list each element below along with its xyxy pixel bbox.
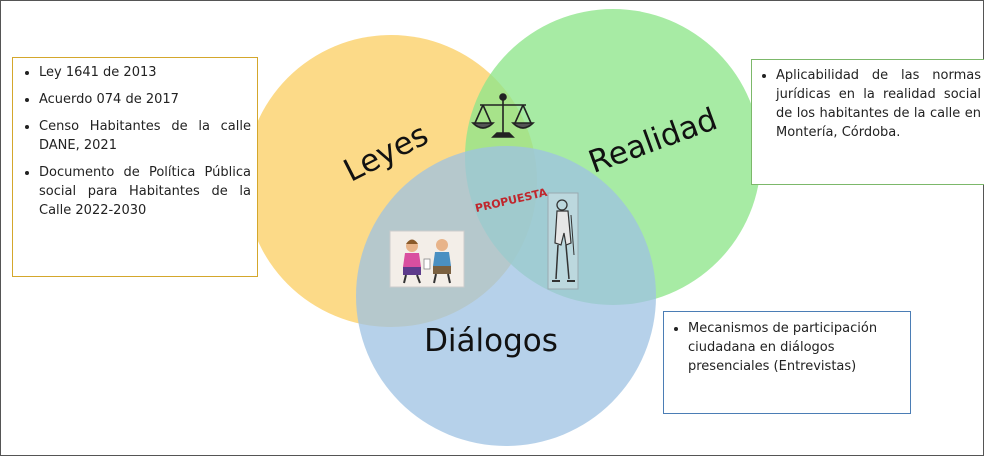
laws-item: Acuerdo 074 de 2017 [39,90,251,109]
laws-item: Censo Habitantes de la calle DANE, 2021 [39,117,251,155]
two-people-conversation-icon [389,230,465,288]
reality-item: Aplicabilidad de las normas jurídicas en… [776,66,981,142]
dialogues-description-box: Mecanismos de participación ciudadana en… [663,311,911,414]
laws-item: Ley 1641 de 2013 [39,63,251,82]
homeless-person-icon [547,192,579,290]
dialogues-item: Mecanismos de participación ciudadana en… [688,319,904,376]
laws-sources-box: Ley 1641 de 2013 Acuerdo 074 de 2017 Cen… [12,57,258,277]
scales-of-justice-icon [471,93,535,138]
laws-item: Documento de Política Pública social par… [39,163,251,220]
dialogos-label: Diálogos [424,323,558,359]
reality-description-box: Aplicabilidad de las normas jurídicas en… [751,59,984,185]
dialogos-circle [356,146,656,446]
